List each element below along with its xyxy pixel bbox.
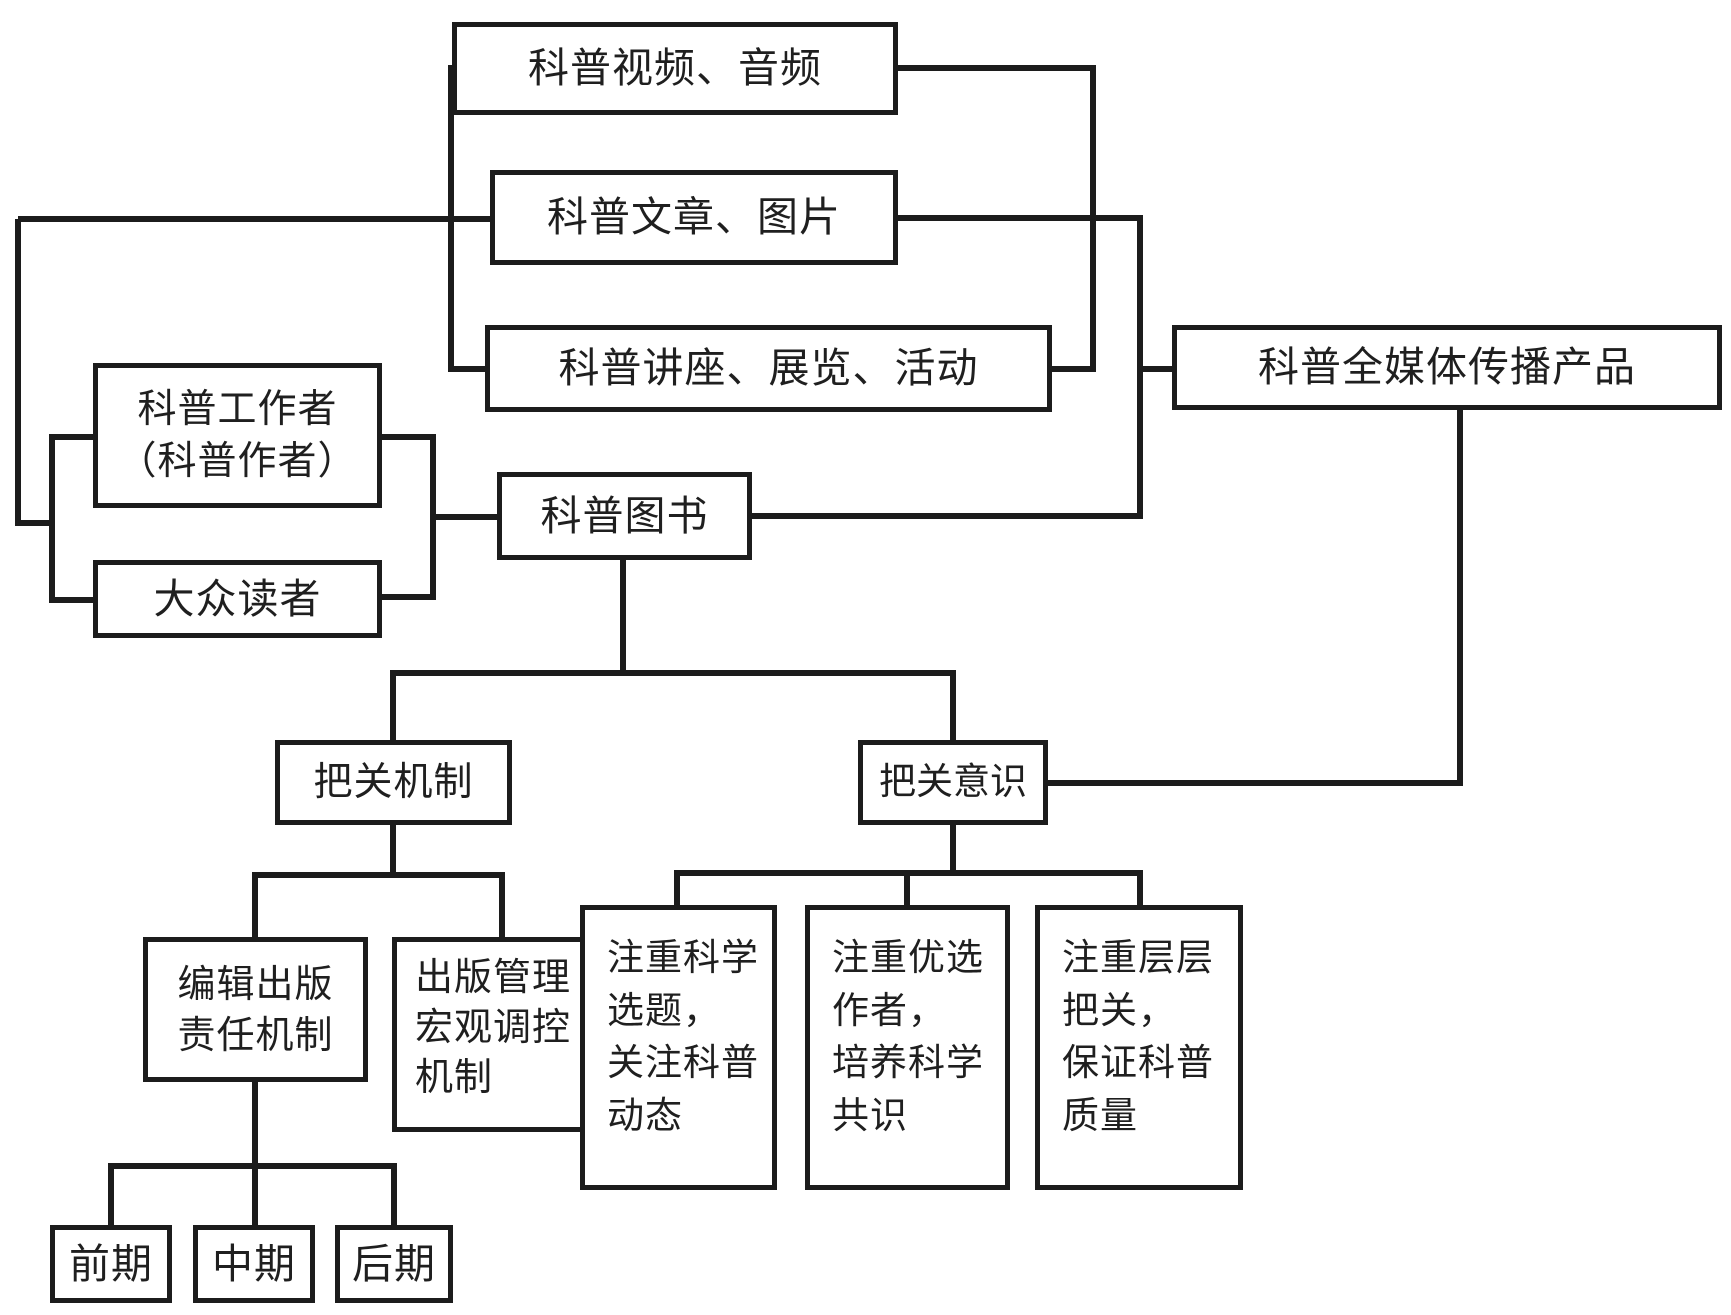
node-gatekeeping-mechanism: 把关机制 <box>275 740 512 825</box>
node-science-article-image: 科普文章、图片 <box>490 170 898 265</box>
node-allmedia-product: 科普全媒体传播产品 <box>1172 325 1722 410</box>
node-focus-author-selection: 注重优选 作者， 培养科学 共识 <box>805 905 1010 1190</box>
node-science-video-audio: 科普视频、音频 <box>452 22 898 115</box>
node-gatekeeping-awareness: 把关意识 <box>858 740 1048 825</box>
node-publishing-macro-control: 出版管理 宏观调控 机制 <box>392 937 612 1132</box>
connector-allmedia-to-aware <box>1048 410 1463 786</box>
node-science-lecture-activity: 科普讲座、展览、活动 <box>485 325 1052 412</box>
connector-left-riser <box>15 219 52 526</box>
node-stage-early: 前期 <box>50 1225 172 1303</box>
node-stage-middle: 中期 <box>193 1225 315 1303</box>
connector-worker-reader-left-bracket <box>49 434 93 603</box>
node-science-worker-author: 科普工作者 （科普作者） <box>93 363 382 508</box>
connector-mech-split <box>252 872 505 937</box>
node-science-book: 科普图书 <box>497 472 752 560</box>
node-stage-late: 后期 <box>335 1225 453 1303</box>
node-mass-reader: 大众读者 <box>93 560 382 638</box>
node-focus-quality-assurance: 注重层层 把关， 保证科普 质量 <box>1035 905 1243 1190</box>
connector-book-split-mech-aware <box>390 670 956 740</box>
connector-worker-reader-right-bracket <box>382 434 436 600</box>
node-editorial-responsibility: 编辑出版 责任机制 <box>143 937 368 1082</box>
node-focus-topic-selection: 注重科学 选题， 关注科普 动态 <box>580 905 777 1190</box>
